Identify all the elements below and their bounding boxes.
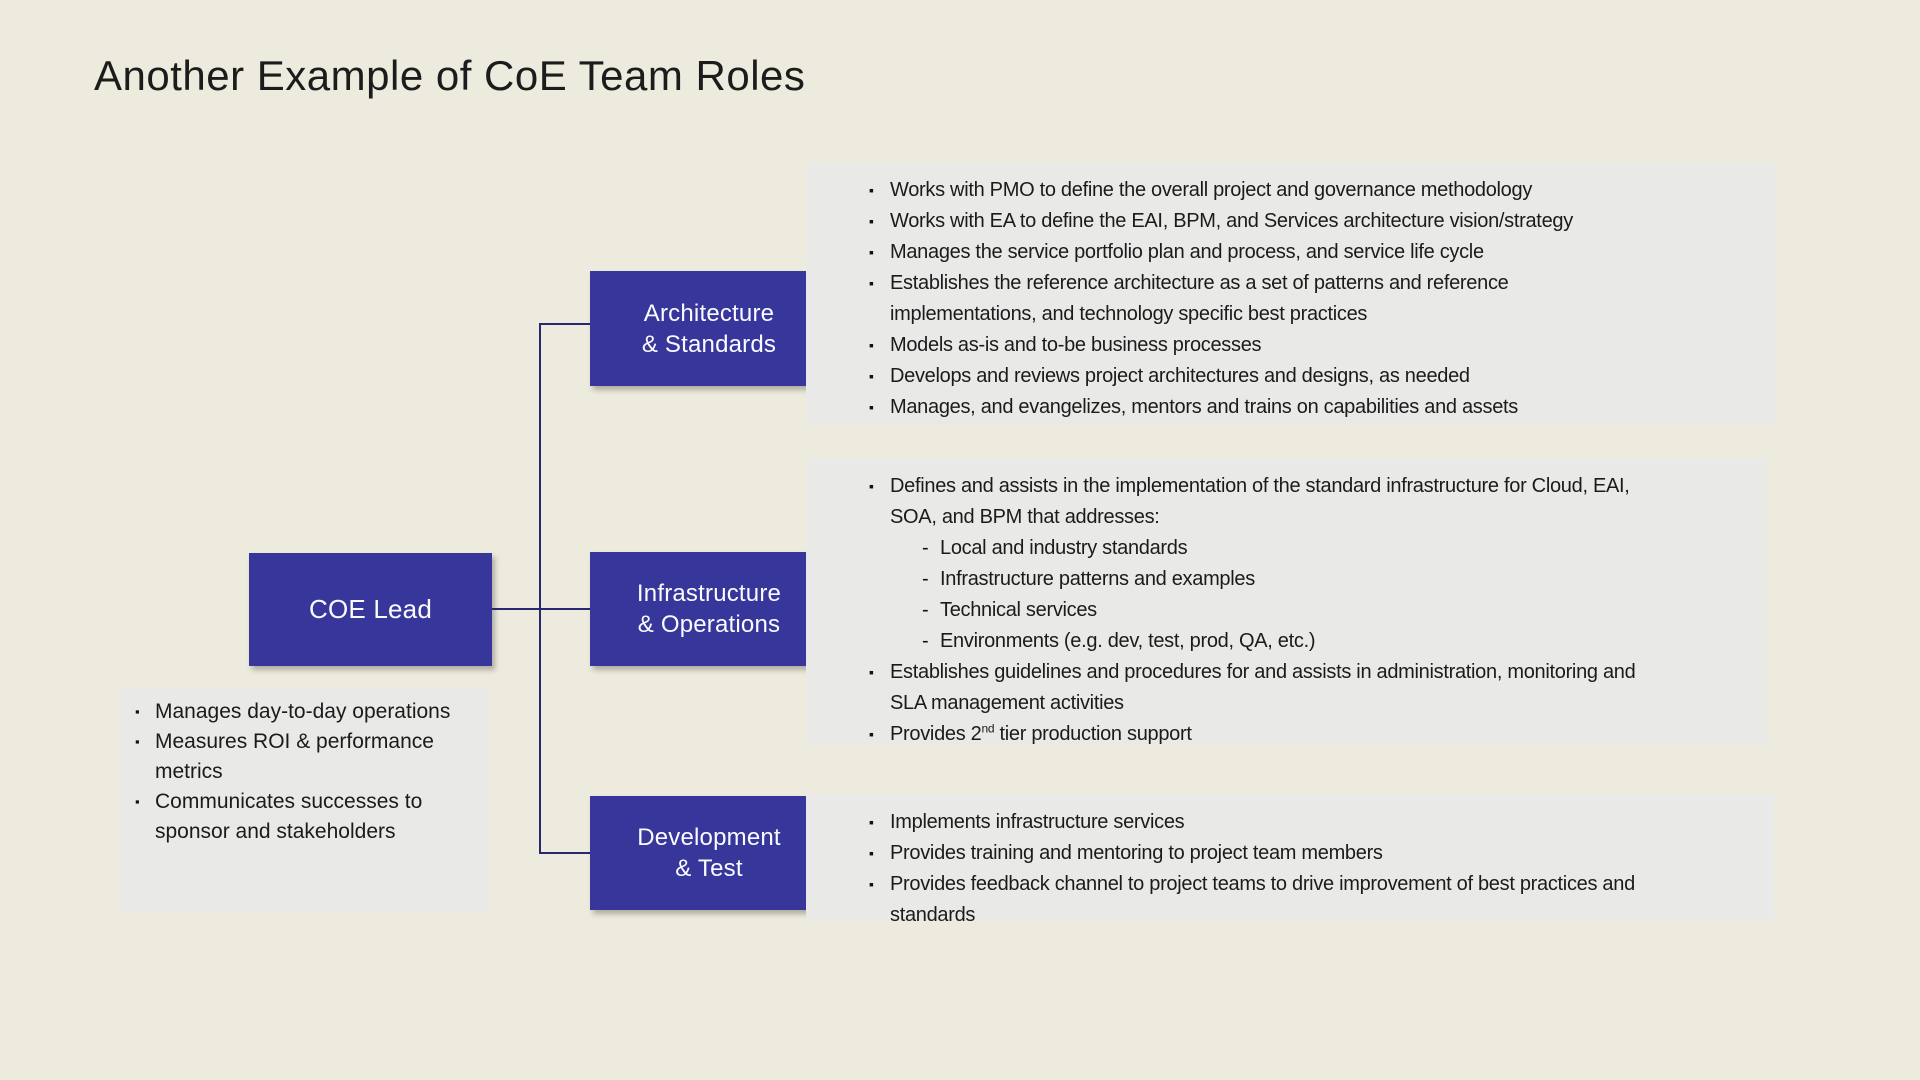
bullet-text: Measures ROI & performance metrics [155, 730, 434, 783]
bullet-text: Provides 2 [890, 723, 982, 745]
slide-title: Another Example of CoE Team Roles [94, 52, 806, 99]
bullet-text: Technical services [940, 599, 1097, 621]
connector-trunk-line [539, 323, 541, 854]
bullet-item: Establishes the reference architecture a… [868, 268, 1763, 330]
bullet-item: Manages day-to-day operations [135, 697, 480, 727]
infrastructure-label-line1: Infrastructure [636, 580, 782, 607]
bullet-item: Measures ROI & performance metrics [135, 727, 480, 787]
org-box-development-test: Development & Test [590, 796, 828, 910]
development-label-line1: Development [637, 824, 781, 851]
bullet-text: Environments (e.g. dev, test, prod, QA, … [940, 630, 1316, 652]
bullet-item: Provides feedback channel to project tea… [868, 869, 1762, 931]
connector-development-line [539, 852, 590, 854]
infrastructure-roles-list: Defines and assists in the implementatio… [868, 471, 1755, 750]
bullet-text: Defines and assists in the implementatio… [890, 475, 1630, 528]
bullet-item: Manages, and evangelizes, mentors and tr… [868, 392, 1763, 423]
connector-architecture-line [539, 323, 590, 325]
development-roles-list: Implements infrastructure servicesProvid… [868, 807, 1762, 931]
bullet-text: Establishes the reference architecture a… [890, 272, 1509, 325]
bullet-text: Models as-is and to-be business processe… [890, 334, 1262, 356]
bullet-text: Manages the service portfolio plan and p… [890, 241, 1484, 263]
bullet-item: Local and industry standards [868, 533, 1755, 564]
bullet-text: Establishes guidelines and procedures fo… [890, 661, 1636, 714]
bullet-text: Provides training and mentoring to proje… [890, 842, 1383, 864]
bullet-text: Manages, and evangelizes, mentors and tr… [890, 396, 1518, 418]
bullet-text: Provides feedback channel to project tea… [890, 873, 1635, 926]
bullet-item: Manages the service portfolio plan and p… [868, 237, 1763, 268]
infrastructure-label-line2: & Operations [637, 611, 781, 638]
bullet-text: Develops and reviews project architectur… [890, 365, 1470, 387]
development-label-line2: & Test [675, 855, 743, 882]
coe-lead-label: COE Lead [308, 594, 432, 624]
coe-lead-notes-panel: Manages day-to-day operationsMeasures RO… [120, 688, 488, 912]
bullet-text: Implements infrastructure services [890, 811, 1185, 833]
architecture-roles-list: Works with PMO to define the overall pro… [868, 175, 1763, 423]
infrastructure-roles-panel: Defines and assists in the implementatio… [806, 459, 1767, 750]
bullet-text: Local and industry standards [940, 537, 1188, 559]
architecture-roles-panel: Works with PMO to define the overall pro… [806, 163, 1775, 425]
bullet-item: Communicates successes to sponsor and st… [135, 787, 480, 847]
architecture-label-line2: & Standards [641, 330, 777, 358]
bullet-item: Defines and assists in the implementatio… [868, 471, 1755, 533]
bullet-text: Manages day-to-day operations [155, 700, 451, 723]
bullet-item: Implements infrastructure services [868, 807, 1762, 838]
bullet-item: Provides training and mentoring to proje… [868, 838, 1762, 869]
bullet-item: Models as-is and to-be business processe… [868, 330, 1763, 361]
bullet-item: Develops and reviews project architectur… [868, 361, 1763, 392]
org-box-coe-lead: COE Lead [249, 553, 492, 666]
bullet-item: Infrastructure patterns and examples [868, 564, 1755, 595]
superscript-text: nd [981, 721, 995, 736]
development-roles-panel: Implements infrastructure servicesProvid… [806, 795, 1774, 926]
bullet-text: Works with EA to define the EAI, BPM, an… [890, 210, 1573, 232]
bullet-item: Environments (e.g. dev, test, prod, QA, … [868, 626, 1755, 657]
coe-lead-notes-list: Manages day-to-day operationsMeasures RO… [135, 697, 480, 847]
bullet-item: Establishes guidelines and procedures fo… [868, 657, 1755, 719]
bullet-text: Communicates successes to sponsor and st… [155, 790, 423, 843]
bullet-item: Works with PMO to define the overall pro… [868, 175, 1763, 206]
bullet-text: Infrastructure patterns and examples [940, 568, 1255, 590]
architecture-label-line1: Architecture [643, 299, 775, 327]
bullet-text: tier production support [994, 723, 1192, 745]
org-box-infrastructure-operations: Infrastructure & Operations [590, 552, 828, 666]
bullet-item: Works with EA to define the EAI, BPM, an… [868, 206, 1763, 237]
bullet-item: Provides 2nd tier production support [868, 719, 1755, 750]
bullet-item: Technical services [868, 595, 1755, 626]
org-box-architecture-standards: Architecture & Standards [590, 271, 828, 386]
connector-coe-lead-line [492, 608, 590, 610]
bullet-text: Works with PMO to define the overall pro… [890, 179, 1533, 201]
